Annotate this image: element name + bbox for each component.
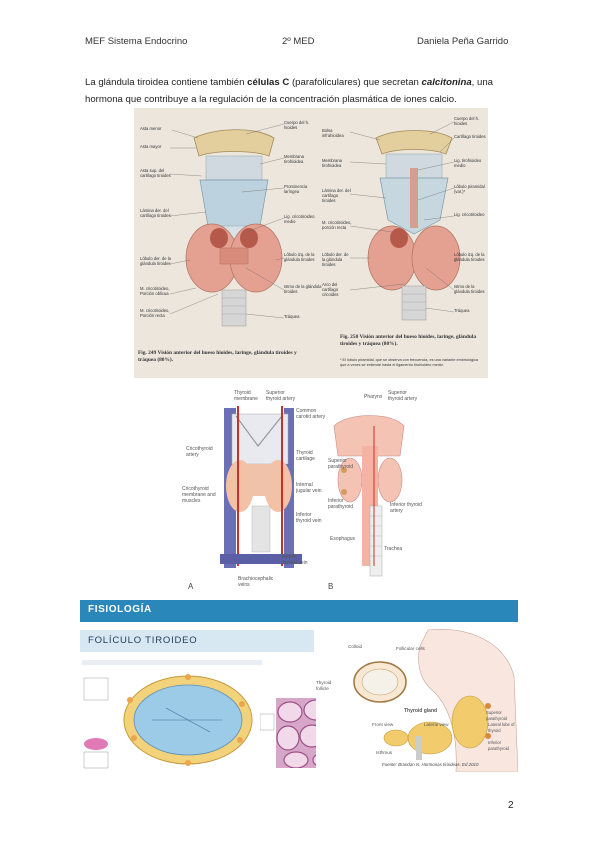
label-colloid: Colloid (348, 644, 363, 649)
panel-letter-b: B (328, 582, 334, 591)
label-cuerpo-hioides-2: Cuerpo del h. hioides (454, 116, 480, 126)
label-inferior-parathyroid-2: Inferior parathyroid (488, 740, 509, 751)
label-thyroid-membrane: Thyroid membrane (234, 390, 258, 402)
label-lamina-der: Lámina der. del cartílago tiroides (140, 208, 171, 218)
subsection-title: FOLÍCULO TIROIDEO (88, 635, 198, 646)
section-title: FISIOLOGÍA (88, 604, 152, 615)
label-middle-thyroid-vein: Middle thyroid vein (282, 554, 308, 566)
larynx-drawing-left (185, 129, 283, 327)
label-lobulo-der-2: Lóbulo der. de la glándula tiroides (322, 252, 349, 267)
caption-fig-249: Fig. 249 Visión anterior del hueso hioid… (138, 350, 297, 363)
label-traquea-2: Tráquea (454, 308, 470, 313)
label-front-view: Front view (372, 722, 394, 727)
label-membrana-tirohioidea-2: Membrana tirohioidea (322, 158, 343, 168)
label-traquea: Tráquea (284, 314, 300, 319)
label-arco-cricoides: Arco del cartílago cricoides (322, 282, 339, 297)
label-bolsa-infrahioidea: Bolsa infrahioidea (322, 128, 344, 138)
label-istmo: Istmo de la glándula tiroides (284, 284, 322, 294)
label-lobulo-piramidal: Lóbulo piramidal (var.)* (454, 184, 485, 194)
intro-text-2: (parafoliculares) que secretan (289, 77, 422, 88)
larynx-drawing-right (367, 130, 461, 321)
label-thyroid-gland: Thyroid gland (404, 708, 438, 714)
figure-follicle-diagram (82, 660, 262, 772)
intro-paragraph: La glándula tiroidea contiene también cé… (85, 74, 525, 108)
label-superior-parathyroid-2: Superior parathyroid (486, 710, 507, 721)
thyroid-gland-illustration (353, 629, 519, 773)
header-right: Daniela Peña Garrido (417, 36, 509, 47)
label-thyroid-follicle: Thyroid follicle (316, 680, 332, 691)
label-follicular-cells: Follicular cells (396, 646, 425, 651)
label-cartilago-tiroides: Cartílago tiroides (454, 134, 486, 139)
label-brachiocephalic: Brachiocephalic veins (238, 576, 274, 588)
section-bar (80, 600, 518, 622)
label-lateral-view: Lateral view (424, 722, 449, 727)
label-membrana-tirohioidea: Membrana tirohioidea (284, 154, 305, 164)
label-pharynx: Pharynx (364, 394, 383, 400)
larynx-illustration (169, 121, 461, 327)
intro-text-1: La glándula tiroidea contiene también (85, 77, 248, 88)
intro-text-3: , una hormona que contribuye a la regula… (85, 77, 494, 105)
label-esophagus: Esophagus (330, 536, 356, 542)
label-thyroid-cartilage: Thyroid cartilage (296, 450, 315, 462)
label-common-carotid: Common carotid artery (296, 408, 326, 420)
label-cricotiroideo-recta-2: M. cricotiroideo, porción recta (322, 220, 352, 230)
label-cricotiroideo-recta: M. cricotiroideo, Porción recta (140, 308, 170, 318)
label-cricotiroideo-obl: M. cricotiroideo, Porción oblicua (140, 286, 170, 296)
note-fig-250: * El lóbulo piramidal, que se observa co… (340, 358, 479, 367)
intro-calcitonina: calcitonina (421, 77, 472, 88)
label-istmo-2: Istmo de la glándula tiroides (454, 284, 485, 294)
header-left: MEF Sistema Endocrino (85, 36, 188, 47)
label-inferior-thyroid-artery: Inferior thyroid artery (390, 502, 422, 514)
label-lobulo-izq: Lóbulo izq. de la glándula tiroides (284, 252, 315, 262)
label-cuerpo-hioides: Cuerpo del h. hioides (284, 120, 310, 130)
panel-a-drawing (220, 406, 302, 568)
label-lig-cricotiroideo: Lig. cricotiroideo medio (284, 214, 315, 224)
label-inferior-thyroid-vein: Inferior thyroid vein (296, 512, 322, 524)
header-center: 2º MED (282, 36, 315, 47)
panel-letter-a: A (188, 582, 194, 591)
label-lobulo-der: Lóbulo der. de la glándula tiroides (140, 256, 171, 266)
label-lig-tirohioideo: Lig. tirohioideo medio (454, 158, 482, 168)
label-inferior-parathyroid: Inferior parathyroid (328, 498, 354, 510)
label-internal-jugular: Internal jugular vein (296, 482, 322, 494)
intro-bold: células C (247, 77, 290, 88)
label-lamina-der-2: Lámina der. del cartílago tiroides (322, 188, 351, 203)
label-isthmus: Isthmus (376, 750, 393, 755)
label-asta-menor: Asta menor (140, 126, 162, 131)
figure-source: Fuente: Brandan N, Hormonas tiroideas. E… (382, 762, 479, 767)
page-number: 2 (508, 800, 514, 811)
panel-b-drawing (333, 415, 405, 577)
label-asta-mayor: Asta mayor (140, 144, 162, 149)
label-lig-cricotiroideo-2: Lig. cricotiroideo (454, 212, 485, 217)
label-trachea: Trachea (384, 546, 403, 552)
thyroid-vessels-illustration (220, 406, 405, 577)
label-lobulo-izq-2: Lóbulo izq. de la glándula tiroides (454, 252, 485, 262)
label-prominencia: Prominencia laríngea (284, 184, 308, 194)
label-lateral-lobe: Lateral lobe of thyroid (488, 722, 515, 733)
label-cricothyroid-membrane: Cricothyroid membrane and muscles (182, 486, 216, 504)
follicle-diagram-illustration (82, 660, 262, 769)
label-superior-thyroid-artery: Superior thyroid artery (266, 390, 296, 402)
subsection-bar (80, 630, 314, 652)
label-sup-thyroid-artery-b: Superior thyroid artery (388, 390, 418, 402)
figure-larynx-thyroid: Asta menor Asta mayor Asta sup. del cart… (134, 108, 488, 378)
label-superior-parathyroid: Superior parathyroid (328, 458, 354, 470)
figure-thyroid-vessels: Thyroid membrane Superior thyroid artery… (178, 386, 426, 598)
label-asta-sup: Asta sup. del cartílago tiroides (140, 168, 171, 178)
label-cricothyroid-artery: Cricothyroid artery (186, 446, 213, 458)
figure-thyroid-gland: Colloid Follicular cells Thyroid follicl… (316, 626, 519, 773)
caption-fig-250: Fig. 250 Visión anterior del hueso hioid… (340, 334, 477, 347)
